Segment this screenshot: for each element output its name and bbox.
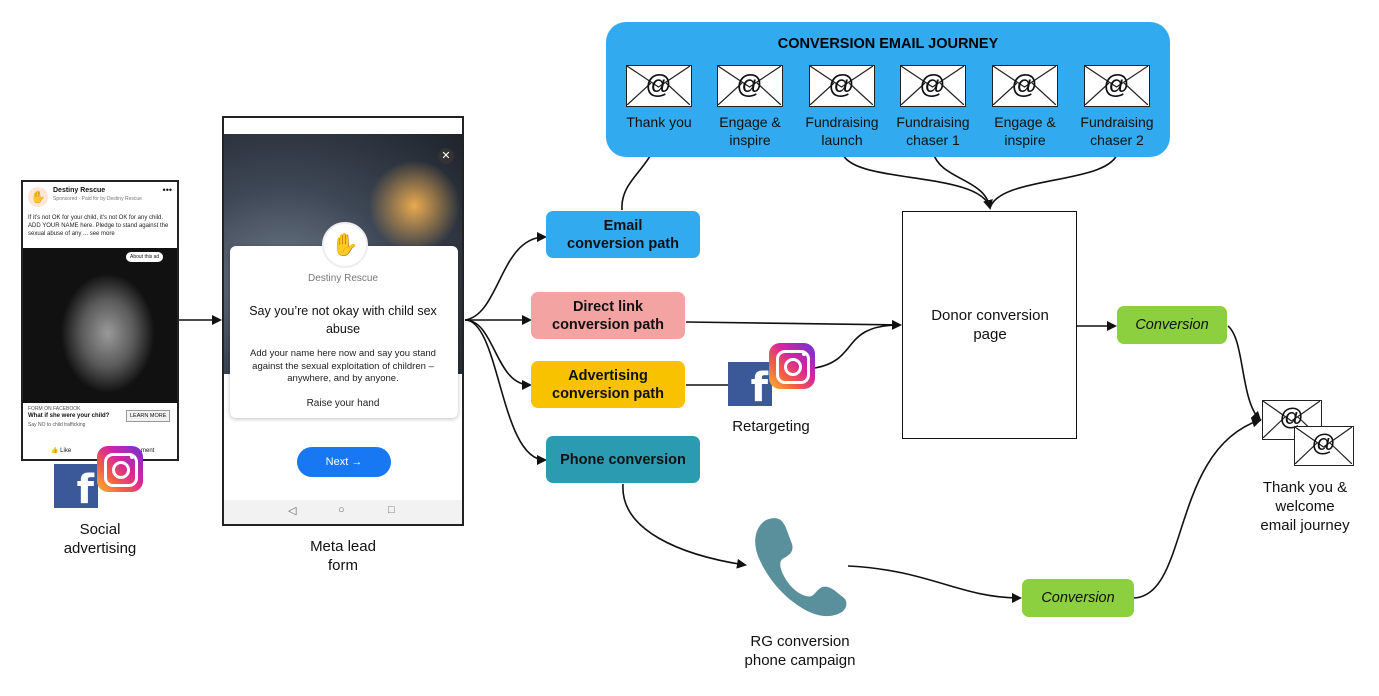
donor-conversion-page-label: Donor conversion page bbox=[931, 307, 1049, 343]
recents-nav-icon[interactable]: □ bbox=[388, 504, 395, 516]
edge-launch-to-donor bbox=[841, 151, 993, 210]
journey-email-label-1: Thank you bbox=[613, 113, 705, 131]
journey-envelope-icon-1: @ bbox=[626, 65, 692, 107]
journey-at-symbol: @ bbox=[828, 69, 855, 99]
journey-email-label-line1: Fundraising bbox=[896, 114, 970, 130]
lead-form-brand: Destiny Rescue bbox=[307, 273, 379, 284]
instagram-icon bbox=[97, 446, 143, 492]
journey-envelope-icon-4: @ bbox=[900, 65, 966, 107]
retargeting-instagram-icon bbox=[769, 343, 815, 389]
journey-at-symbol: @ bbox=[645, 69, 672, 99]
journey-email-label-6: Fundraising chaser 2 bbox=[1071, 113, 1163, 149]
lead-form-body: Add your name here now and say you stand… bbox=[250, 348, 436, 384]
welcome-envelope-icon-2: @ bbox=[1294, 426, 1354, 466]
close-icon[interactable]: ✕ bbox=[438, 148, 454, 164]
lead-form-raise: Raise your hand bbox=[306, 398, 380, 409]
rg-label-2: phone campaign bbox=[744, 652, 856, 669]
rg-label-1: RG conversion bbox=[750, 633, 850, 650]
more-options-icon[interactable]: ••• bbox=[162, 185, 172, 195]
edge-conversion-to-welcome bbox=[1227, 325, 1262, 422]
edge-phone-to-rg bbox=[622, 483, 747, 569]
social-ad-mockup: ✋ Destiny Rescue Sponsored · Paid for by… bbox=[21, 180, 179, 461]
donor-conversion-page bbox=[902, 211, 1077, 439]
journey-email-label-line1: Engage & bbox=[719, 114, 781, 130]
lead-form-label-1: Meta lead bbox=[310, 538, 376, 555]
comment-button[interactable]: ment bbox=[141, 448, 155, 454]
ad-form-on: FORM ON FACEBOOK bbox=[28, 406, 81, 412]
welcome-label-2: welcome bbox=[1275, 498, 1335, 515]
rg-phone-campaign-label: RG conversion phone campaign bbox=[730, 632, 870, 670]
welcome-label-1: Thank you & bbox=[1262, 479, 1348, 496]
journey-envelope-icon-5: @ bbox=[992, 65, 1058, 107]
conversion-email-journey: CONVERSION EMAIL JOURNEY bbox=[606, 22, 1170, 157]
ad-sponsored: Sponsored · Paid for by Destiny Rescue bbox=[53, 196, 142, 202]
journey-envelope-icon-6: @ bbox=[1084, 65, 1150, 107]
home-nav-icon[interactable]: ○ bbox=[338, 504, 345, 516]
advertising-conversion-path: Advertising conversion path bbox=[531, 361, 685, 408]
journey-at-symbol: @ bbox=[1011, 69, 1038, 99]
ad-headline: What if she were your child? bbox=[28, 413, 110, 419]
ad-image bbox=[23, 248, 177, 403]
journey-email-label-4: Fundraising chaser 1 bbox=[887, 113, 979, 149]
journey-email-label-line1: Fundraising bbox=[1080, 114, 1154, 130]
journey-at-symbol: @ bbox=[919, 69, 946, 99]
about-ad-pill[interactable]: About this ad bbox=[126, 252, 164, 262]
android-nav-bar bbox=[224, 500, 462, 524]
email-conversion-path: Email conversion path bbox=[546, 211, 700, 258]
brand-logo: ✋ bbox=[28, 187, 48, 207]
journey-email-label-line1: Thank you bbox=[626, 114, 692, 130]
learn-more-button[interactable]: LEARN MORE bbox=[126, 410, 171, 422]
lead-form-phone-mockup: ✕ ✋ Destiny Rescue Say you’re not okay w… bbox=[222, 116, 464, 526]
journey-email-label-line2: chaser 2 bbox=[1090, 132, 1144, 148]
journey-email-label-line1: Engage & bbox=[994, 114, 1056, 130]
phone-conversion-path: Phone conversion bbox=[546, 436, 700, 483]
like-label: Like bbox=[60, 448, 72, 454]
edge-conversion2-to-welcome bbox=[1133, 417, 1262, 599]
edge-form-to-advertising bbox=[464, 319, 532, 390]
social-label-1: Social bbox=[79, 521, 121, 538]
journey-email-label-3: Fundraising launch bbox=[796, 113, 888, 149]
next-button[interactable]: Next → bbox=[297, 447, 391, 477]
edge-direct-to-donor bbox=[685, 319, 902, 330]
facebook-icon: f bbox=[54, 464, 98, 512]
retargeting-facebook-icon: f bbox=[728, 362, 772, 410]
welcome-label-3: email journey bbox=[1260, 517, 1350, 534]
ad-subline: Say NO to child trafficking bbox=[28, 422, 86, 428]
lead-form-title: Say you’re not okay with child sex abuse bbox=[249, 304, 437, 336]
journey-email-label-5: Engage & inspire bbox=[979, 113, 1071, 149]
conversion-bottom: Conversion bbox=[1022, 579, 1134, 617]
direct-link-conversion-path: Direct link conversion path bbox=[531, 292, 685, 339]
journey-envelope-icon-3: @ bbox=[809, 65, 875, 107]
welcome-journey-label: Thank you & welcome email journey bbox=[1245, 478, 1365, 535]
ad-post-text: If it's not OK for your child, it's not … bbox=[28, 215, 169, 237]
journey-at-symbol: @ bbox=[736, 69, 763, 99]
edge-chaser1-to-donor bbox=[932, 151, 991, 209]
conversion-top: Conversion bbox=[1117, 306, 1227, 344]
edge-retarget-to-donor bbox=[814, 324, 901, 369]
journey-title: CONVERSION EMAIL JOURNEY bbox=[777, 36, 999, 52]
edge-rg-to-conversion bbox=[847, 565, 1022, 603]
social-advertising-label: Social advertising bbox=[50, 520, 150, 558]
journey-envelope-icon-2: @ bbox=[717, 65, 783, 107]
phone-handset-icon bbox=[755, 518, 847, 617]
journey-email-label-line2: inspire bbox=[729, 132, 771, 148]
lead-form-logo: ✋ bbox=[322, 222, 368, 268]
back-nav-icon[interactable]: ◁ bbox=[288, 505, 297, 517]
ad-brand-name: Destiny Rescue bbox=[53, 187, 106, 194]
like-icon: 👍 bbox=[51, 448, 59, 454]
social-label-2: advertising bbox=[63, 540, 137, 557]
like-button[interactable]: 👍 Like bbox=[51, 447, 71, 454]
lead-form-label-2: form bbox=[328, 557, 358, 574]
journey-email-label-2: Engage & inspire bbox=[704, 113, 796, 149]
journey-email-label-line1: Fundraising bbox=[805, 114, 879, 130]
journey-email-label-line2: chaser 1 bbox=[906, 132, 960, 148]
meta-lead-form-label: Meta lead form bbox=[293, 537, 393, 575]
lead-form-card bbox=[230, 246, 458, 418]
retargeting-label: Retargeting bbox=[732, 418, 810, 435]
welcome-at-2: @ bbox=[1311, 430, 1336, 457]
journey-at-symbol: @ bbox=[1103, 69, 1130, 99]
journey-email-label-line2: launch bbox=[821, 132, 863, 148]
journey-email-label-line2: inspire bbox=[1004, 132, 1046, 148]
edge-chaser2-to-donor bbox=[989, 151, 1119, 209]
